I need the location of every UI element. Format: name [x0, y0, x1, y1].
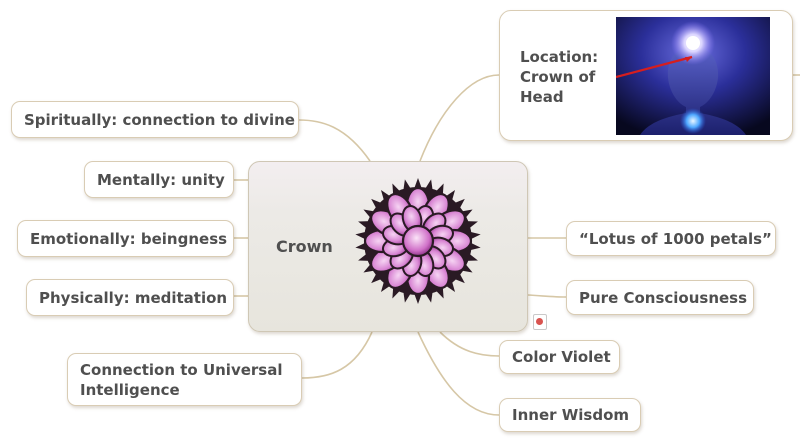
- branch-wisdom-label: Inner Wisdom: [512, 406, 630, 424]
- link-spiritually: [298, 119, 371, 162]
- branch-location[interactable]: Location: Crown of Head: [499, 10, 793, 141]
- branch-consciousness-label: Pure Consciousness: [579, 288, 748, 307]
- link-connection: [301, 331, 373, 379]
- branch-emotionally[interactable]: Emotionally: beingness: [17, 220, 234, 257]
- central-topic[interactable]: Crown: [248, 161, 547, 332]
- lotus-chakra-icon: [355, 178, 481, 304]
- note-icon[interactable]: [533, 314, 547, 330]
- meditating-figure-image: [616, 17, 770, 135]
- branch-lotus-label: “Lotus of 1000 petals”: [579, 229, 772, 248]
- branch-physically[interactable]: Physically: meditation: [26, 279, 234, 316]
- branch-mentally[interactable]: Mentally: unity: [84, 161, 234, 198]
- branch-spiritually-label: Spiritually: connection to divine: [24, 110, 295, 129]
- link-color: [439, 331, 500, 357]
- branch-lotus[interactable]: “Lotus of 1000 petals”: [566, 221, 776, 256]
- branch-consciousness[interactable]: Pure Consciousness: [566, 280, 754, 315]
- branch-emotionally-label: Emotionally: beingness: [30, 229, 228, 248]
- link-location: [419, 74, 500, 162]
- branch-color-label: Color Violet: [512, 348, 611, 366]
- branch-wisdom[interactable]: Inner Wisdom: [499, 398, 641, 432]
- branch-location-label: Location: Crown of Head: [520, 48, 599, 106]
- branch-mentally-label: Mentally: unity: [97, 170, 225, 189]
- branch-connection-label: Connection to Universal Intelligence: [80, 360, 283, 399]
- link-wisdom: [417, 331, 500, 416]
- central-topic-title: Crown: [276, 237, 333, 256]
- branch-color[interactable]: Color Violet: [499, 340, 620, 374]
- branch-connection[interactable]: Connection to Universal Intelligence: [67, 353, 302, 406]
- link-consciousness: [527, 294, 567, 298]
- branch-spiritually[interactable]: Spiritually: connection to divine: [11, 101, 299, 138]
- branch-physically-label: Physically: meditation: [39, 288, 228, 307]
